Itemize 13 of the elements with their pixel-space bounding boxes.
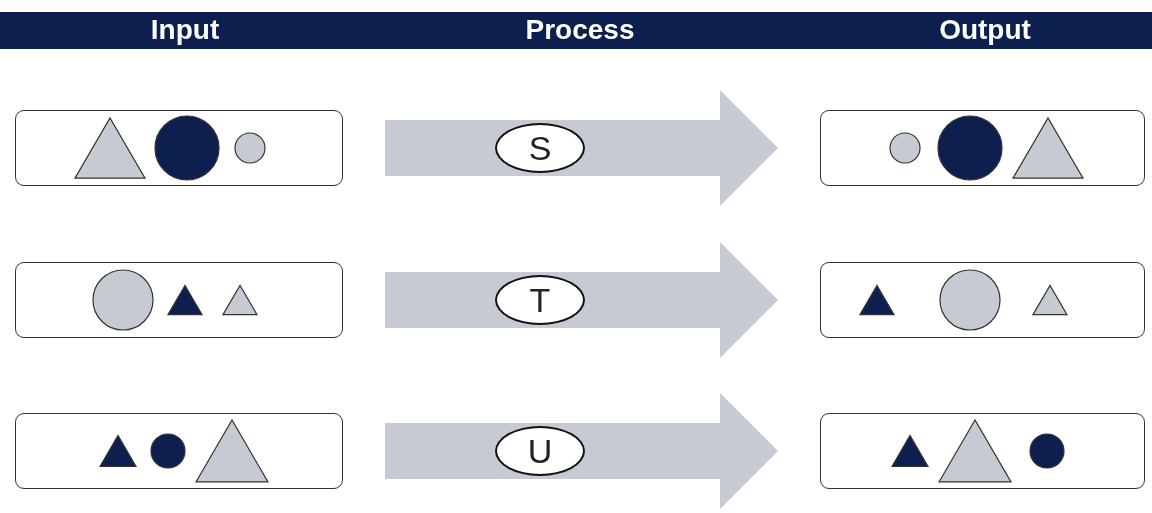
shape-box	[15, 413, 343, 489]
shape-box	[820, 110, 1145, 186]
column-heading: Output	[939, 14, 1031, 46]
header-band	[0, 12, 1152, 49]
step-letter: T	[529, 280, 551, 320]
shape-box	[15, 262, 343, 338]
step-letter: S	[528, 128, 552, 168]
column-heading: Input	[150, 14, 220, 46]
step-letter: U	[527, 431, 553, 471]
shape-box	[820, 262, 1145, 338]
column-heading: Process	[525, 14, 635, 46]
shape-box	[820, 413, 1145, 489]
shape-box	[15, 110, 343, 186]
